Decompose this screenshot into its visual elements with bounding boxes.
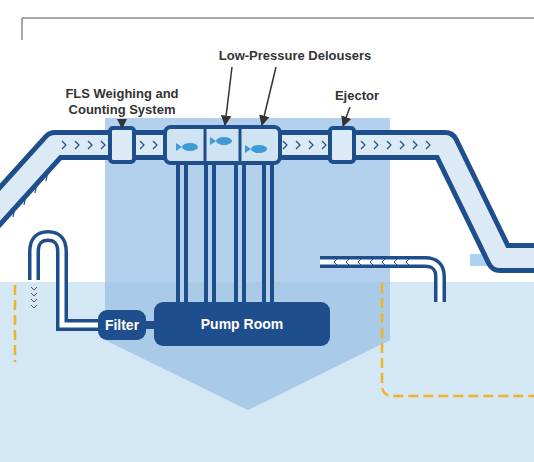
callout-label: FLS Weighing and Counting System [60, 86, 184, 118]
flow-chevrons [9, 141, 430, 308]
pump-room-box: Pump Room [154, 302, 330, 346]
frame-line [22, 18, 534, 19]
filter-box: Filter [98, 310, 146, 340]
hull-submerged [105, 282, 390, 410]
frame-line [22, 18, 23, 40]
pipe-connector [146, 321, 154, 329]
net-pen [382, 283, 534, 396]
delouser-unit [165, 127, 280, 163]
weighing-counting-unit [110, 128, 134, 162]
node-label: Pump Room [201, 316, 283, 332]
outlet-pipe [320, 262, 440, 302]
delouser-divider [204, 127, 207, 163]
intake-pipe [34, 236, 100, 325]
delouser-divider [239, 127, 242, 163]
net-pen [14, 285, 17, 362]
fish [176, 137, 267, 153]
vertical-pipes [182, 162, 268, 304]
callout-label: Ejector [322, 88, 392, 104]
ejector-unit [330, 128, 354, 162]
sea-water [0, 282, 534, 462]
node-label: Filter [105, 317, 139, 333]
callout-label: Low-Pressure Delousers [195, 48, 395, 64]
